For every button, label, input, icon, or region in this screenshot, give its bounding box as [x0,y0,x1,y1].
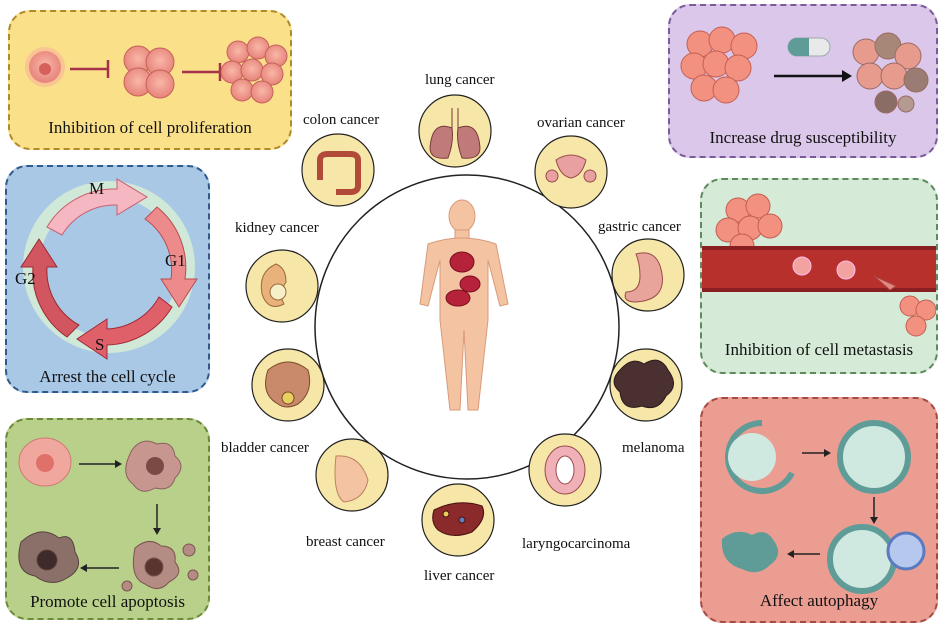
blood-vessel-icon [702,246,936,292]
lung-icon [429,108,481,159]
autolysosome-icon [827,524,926,594]
label-melanoma: melanoma [622,440,685,456]
proliferation-label: Inhibition of cell proliferation [48,118,252,137]
panel-apoptosis: Promote cell apoptosis [5,418,210,620]
metastasis-label: Inhibition of cell metastasis [724,340,914,359]
metastasis-illustration [702,193,936,337]
breast-bubble [315,438,389,512]
bladder-bubble [251,348,325,422]
apoptosis-label: Promote cell apoptosis [30,592,185,611]
apoptosis-illustration [18,437,199,592]
melanoma-icon [613,359,674,409]
fragmented-cell-icon [121,541,199,592]
breast-icon [334,455,369,503]
human-body-icon [419,199,509,411]
healthy-cell-icon [18,437,72,487]
phagophore-icon [725,420,795,494]
circulating-cell-icon [792,256,856,280]
ovary-icon [545,154,597,183]
colon-icon [317,151,361,195]
label-gastric-cancer: gastric cancer [598,219,681,235]
panel-autophagy: Affect autophagy [700,397,938,623]
stomach-icon [624,252,663,303]
panel-cell-cycle: M G1 S G2 Arrest the cell cycle [5,165,210,393]
colon-bubble [301,133,375,207]
kidney-bubble [245,249,319,323]
phase-m-label: M [89,179,105,198]
autophagy-label: Affect autophagy [759,591,879,610]
secondary-tumor-icon [899,295,936,337]
capsule-icon [787,37,831,57]
panel-metastasis: Inhibition of cell metastasis [700,178,938,374]
single-cell-icon [25,47,65,87]
autophagy-illustration [721,420,926,594]
lung-bubble [418,94,492,168]
panel-cell-proliferation: Inhibition of cell proliferation [8,10,292,150]
gastric-bubble [611,238,685,312]
phase-g2-label: G2 [15,269,36,288]
cell-cycle-diagram [20,178,198,360]
cell-cluster-large-icon [220,36,288,104]
damaged-tumor-icon [852,32,929,114]
larynx-icon [544,445,586,495]
liver-bubble [421,483,495,557]
label-kidney-cancer: kidney cancer [235,220,319,236]
tumor-cluster-icon [680,26,758,104]
label-ovarian-cancer: ovarian cancer [537,115,625,131]
kidney-icon [260,263,287,307]
organ-bubbles [245,94,685,557]
drug-illustration [680,26,929,114]
drug-label: Increase drug susceptibility [709,128,897,147]
main-ring [314,174,620,480]
dead-cell-icon [18,531,80,583]
organ-icons [260,108,674,536]
label-breast-cancer: breast cancer [306,534,385,550]
phase-g1-label: G1 [165,251,186,270]
laryngo-bubble [528,433,602,507]
label-laryngocarcinoma: laryngocarcinoma [522,536,631,552]
label-bladder-cancer: bladder cancer [221,440,309,456]
label-colon-cancer: colon cancer [303,112,380,128]
cell-cycle-label: Arrest the cell cycle [39,367,176,386]
liver-icon [432,502,485,536]
shrinking-cell-icon [125,440,182,492]
label-lung-cancer: lung cancer [425,72,495,88]
cell-cluster-small-icon [123,45,175,99]
ovarian-bubble [534,135,608,209]
bladder-icon [265,361,311,408]
phase-s-label: S [95,335,105,354]
degraded-content-icon [721,531,779,573]
autophagosome-icon [837,420,911,494]
melanoma-bubble [609,348,683,422]
panel-drug-susceptibility: Increase drug susceptibility [668,4,938,158]
label-liver-cancer: liver cancer [424,568,495,584]
proliferation-illustration [25,36,288,104]
